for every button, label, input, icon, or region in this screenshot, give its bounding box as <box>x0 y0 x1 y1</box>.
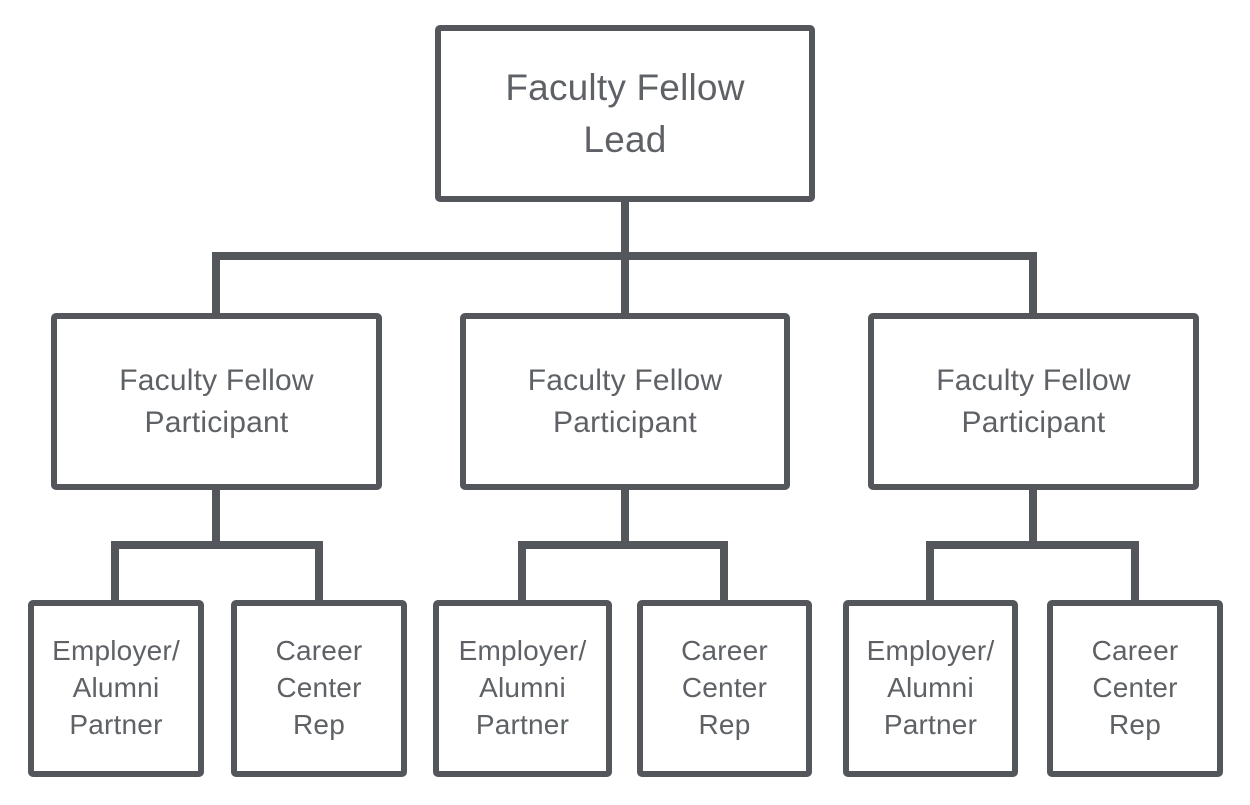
org-box-career-center-rep-1: Career Center Rep <box>231 600 407 777</box>
org-box-employer-alumni-partner-3: Employer/ Alumni Partner <box>843 600 1018 777</box>
org-box-career-center-rep-3: Career Center Rep <box>1047 600 1223 777</box>
connector-group1-rail <box>111 541 323 549</box>
org-box-career-center-rep-2: Career Center Rep <box>637 600 812 777</box>
connector-participant3-stem <box>1029 486 1037 549</box>
org-box-participant-2: Faculty Fellow Participant <box>460 313 790 490</box>
connector-drop-group2-right <box>720 541 728 603</box>
org-box-employer-alumni-partner-1: Employer/ Alumni Partner <box>28 600 204 777</box>
connector-root-stem <box>621 198 629 260</box>
connector-drop-group1-right <box>315 541 323 603</box>
connector-group2-rail <box>518 541 728 549</box>
connector-drop-branch2 <box>621 252 629 316</box>
org-box-participant-3: Faculty Fellow Participant <box>868 313 1199 490</box>
org-box-participant-1: Faculty Fellow Participant <box>51 313 382 490</box>
connector-drop-group2-left <box>518 541 526 603</box>
connector-participant1-stem <box>212 486 220 549</box>
connector-drop-group1-left <box>111 541 119 603</box>
connector-drop-branch1 <box>212 252 220 316</box>
connector-drop-group3-right <box>1131 541 1139 603</box>
connector-drop-branch3 <box>1029 252 1037 316</box>
connector-drop-group3-left <box>926 541 934 603</box>
org-box-faculty-fellow-lead: Faculty Fellow Lead <box>435 25 815 202</box>
connector-group3-rail <box>926 541 1139 549</box>
org-box-employer-alumni-partner-2: Employer/ Alumni Partner <box>433 600 612 777</box>
connector-participant2-stem <box>621 486 629 549</box>
